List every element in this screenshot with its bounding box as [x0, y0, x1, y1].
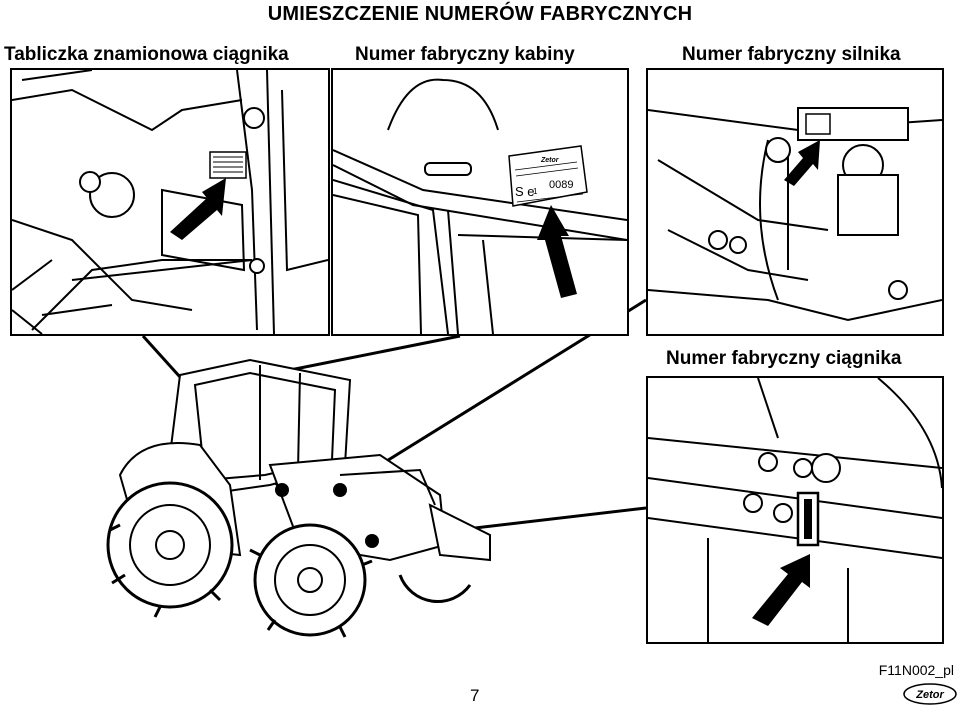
caption-tractor-number: Numer fabryczny ciągnika: [666, 348, 902, 369]
cab-label-prefix: S e: [515, 184, 535, 199]
tractor-plate-drawing: [12, 70, 328, 334]
panel-cab-number: Zetor S e 1 0089: [331, 68, 629, 336]
cab-label-index: 1: [533, 187, 538, 196]
arrow-tractor: [752, 554, 810, 626]
arrow-engine: [784, 140, 820, 186]
panel-tractor-number: [646, 376, 944, 644]
cab-label-brand: Zetor: [540, 157, 560, 164]
arrow-cab: [537, 205, 577, 298]
caption-tractor-plate: Tabliczka znamionowa ciągnika: [4, 44, 289, 65]
cab-number-drawing: Zetor S e 1 0089: [333, 78, 627, 334]
arrow-plate: [170, 178, 226, 240]
page-number: 7: [470, 686, 480, 705]
engine-number-drawing: [648, 107, 942, 322]
panel-engine-number: [646, 68, 944, 336]
tractor-illustration: [106, 358, 491, 638]
panel-tractor-plate: [10, 68, 330, 336]
caption-engine-number: Numer fabryczny silnika: [682, 44, 901, 65]
tractor-number-drawing: [648, 378, 942, 642]
zetor-logo: Zetor: [903, 683, 957, 705]
caption-cab-number: Numer fabryczny kabiny: [355, 44, 575, 65]
figure-code: F11N002_pl: [878, 662, 954, 678]
cab-label: [508, 145, 588, 207]
cab-label-serial: 0089: [549, 179, 573, 191]
page-title: UMIESZCZENIE NUMERÓW FABRYCZNYCH: [267, 3, 693, 25]
logo-text: Zetor: [915, 689, 944, 701]
